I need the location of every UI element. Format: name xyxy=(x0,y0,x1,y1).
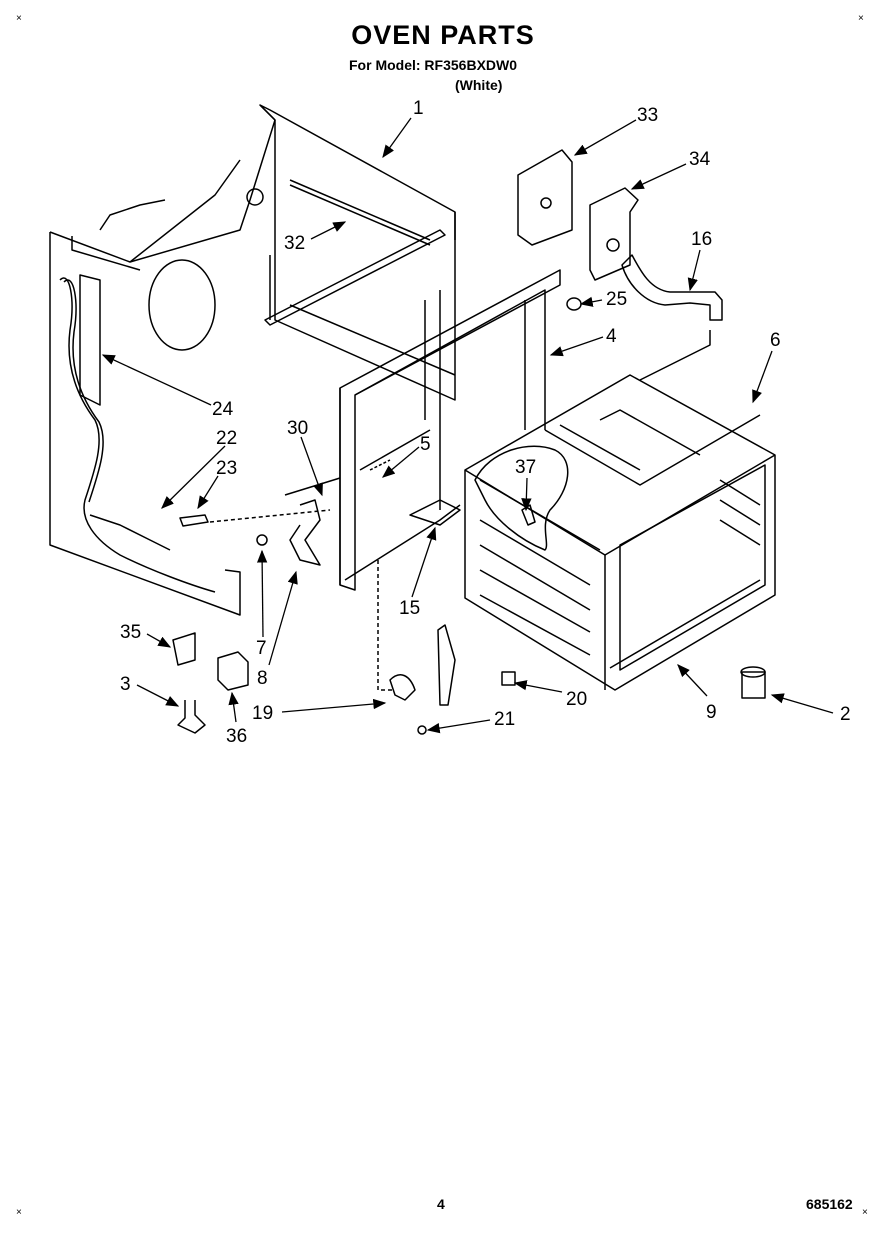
callout-19: 19 xyxy=(252,703,273,724)
callout-34: 34 xyxy=(689,149,711,170)
callout-21: 21 xyxy=(494,709,515,730)
part-19-bracket xyxy=(437,624,456,706)
page-number: 4 xyxy=(437,1196,445,1212)
small-parts xyxy=(172,149,766,735)
part-16 xyxy=(621,254,723,321)
callout-16: 16 xyxy=(691,229,712,250)
callout-36: 36 xyxy=(226,726,247,747)
callout-15: 15 xyxy=(399,598,420,619)
part-23 xyxy=(179,514,209,527)
part-36 xyxy=(217,651,249,691)
corner-mark-bottom-right: × xyxy=(862,1207,868,1218)
model-line: For Model: RF356BXDW0 xyxy=(349,57,518,73)
corner-mark-bottom-left: × xyxy=(16,1207,22,1218)
callout-1: 1 xyxy=(413,98,424,119)
callout-9: 9 xyxy=(706,702,717,723)
part-35 xyxy=(172,632,196,666)
leader-lines xyxy=(101,117,834,734)
callout-8: 8 xyxy=(257,668,268,689)
callout-25: 25 xyxy=(606,289,627,310)
left-side-panel xyxy=(49,104,456,616)
front-frame xyxy=(284,269,561,591)
part-20 xyxy=(501,671,516,686)
callout-20: 20 xyxy=(566,689,587,710)
document-number: 685162 xyxy=(806,1196,853,1212)
back-frame xyxy=(259,104,456,401)
callout-22: 22 xyxy=(216,428,237,449)
part-34 xyxy=(589,187,639,281)
callout-3: 3 xyxy=(120,674,131,695)
oven-cavity xyxy=(464,374,776,691)
callout-7: 7 xyxy=(256,638,267,659)
callout-23: 23 xyxy=(216,458,237,479)
part-33 xyxy=(517,149,573,246)
part-2 xyxy=(741,671,766,699)
corner-mark-top-right: × xyxy=(858,13,864,24)
page-title: OVEN PARTS xyxy=(351,20,535,50)
callout-2: 2 xyxy=(840,704,851,725)
part-25 xyxy=(566,297,582,311)
corner-mark-top-left: × xyxy=(16,13,22,24)
part-7 xyxy=(256,534,268,546)
callout-32: 32 xyxy=(284,233,305,254)
callout-35: 35 xyxy=(120,622,141,643)
callout-4: 4 xyxy=(606,326,617,347)
callout-37: 37 xyxy=(515,457,536,478)
callout-labels: 1 2 3 4 5 6 7 8 9 15 16 19 20 21 22 23 2… xyxy=(120,98,851,747)
callout-30: 30 xyxy=(287,418,308,439)
part-3 xyxy=(177,700,206,734)
part-21 xyxy=(417,725,427,735)
callout-24: 24 xyxy=(212,399,234,420)
callout-33: 33 xyxy=(637,105,658,126)
callout-5: 5 xyxy=(420,434,431,455)
callout-6: 6 xyxy=(770,330,781,351)
color-line: (White) xyxy=(455,77,503,93)
